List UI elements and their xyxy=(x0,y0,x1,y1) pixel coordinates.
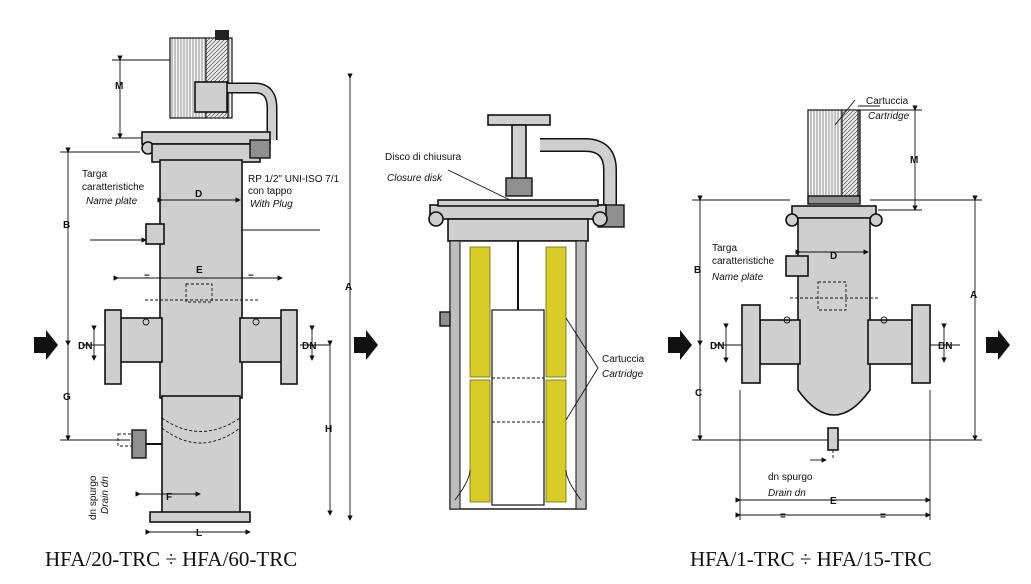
right-dim-DN-out: DN xyxy=(938,341,952,352)
left-base-plate xyxy=(149,511,251,523)
center-cartridge-left-lower xyxy=(469,379,491,503)
center-cartridge-label-en: Cartridge xyxy=(602,369,644,380)
right-drain xyxy=(827,427,839,451)
left-model-caption: HFA/20-TRC ÷ HFA/60-TRC xyxy=(45,547,297,571)
right-dim-eq-b: = xyxy=(880,511,886,522)
left-dim-G: G xyxy=(63,392,71,403)
right-inlet-flow-arrow xyxy=(668,330,692,360)
right-main-shell xyxy=(797,217,871,416)
left-name-plate-label-en: Name plate xyxy=(86,196,138,207)
left-name-plate-label-it: Targa xyxy=(82,169,107,180)
center-inner-basket xyxy=(491,309,545,506)
right-drain-label-it: dn spurgo xyxy=(768,472,813,483)
right-dim-DN-in: DN xyxy=(710,341,724,352)
right-name-plate-label-it2: caratteristiche xyxy=(712,256,775,267)
left-dim-eq-a: = xyxy=(144,272,150,283)
left-top-valve xyxy=(194,81,228,113)
left-outlet-flow-arrow xyxy=(354,330,378,360)
right-name-plate xyxy=(785,255,809,277)
left-lower-leg xyxy=(161,395,241,515)
left-dim-DN-out: DN xyxy=(302,341,316,352)
center-closure-disk-label-it: Disco di chiusura xyxy=(385,152,462,163)
right-cartridge-label-it: Cartuccia xyxy=(866,96,909,107)
left-drain-label-en: Drain dn xyxy=(100,476,111,514)
right-inlet-nozzle xyxy=(759,319,801,365)
left-name-plate-label-it2: caratteristiche xyxy=(82,182,145,193)
right-cartridge-label-en: Cartridge xyxy=(868,111,910,122)
center-closure-disk xyxy=(447,218,589,242)
right-inlet-flange xyxy=(741,304,761,384)
right-name-plate-label-it: Targa xyxy=(712,243,737,254)
right-dim-B: B xyxy=(694,265,701,276)
right-drain-label-en: Drain dn xyxy=(768,488,806,499)
right-outlet-nozzle xyxy=(867,319,913,365)
left-inlet-nozzle xyxy=(119,317,163,363)
center-section-drawing: Disco di chiusura Closure disk Cartuccia… xyxy=(385,114,645,510)
left-outlet-flange xyxy=(280,309,298,385)
left-inlet-flange xyxy=(104,309,122,385)
right-outlet-flow-arrow xyxy=(986,330,1010,360)
left-drain-label-it: dn spurgo xyxy=(88,475,99,520)
left-cartridge-cap xyxy=(215,30,229,40)
left-dim-DN-in: DN xyxy=(78,341,92,352)
center-handwheel xyxy=(487,114,551,126)
left-dim-E: E xyxy=(196,265,203,276)
right-dim-D: D xyxy=(830,251,837,262)
left-rp-label-en: With Plug xyxy=(250,199,293,210)
left-rp-label-it: RP 1/2" UNI-ISO 7/1 xyxy=(248,174,340,185)
right-dim-E: E xyxy=(830,496,837,507)
left-filter-drawing: Targa caratteristiche Name plate RP 1/2"… xyxy=(34,30,378,539)
center-cartridge-left-upper xyxy=(469,246,491,378)
center-top-cover xyxy=(429,204,607,220)
left-dim-H: H xyxy=(325,424,332,435)
left-dim-B: B xyxy=(63,220,70,231)
right-model-caption: HFA/1-TRC ÷ HFA/15-TRC xyxy=(690,547,932,571)
left-outlet-nozzle xyxy=(239,317,283,363)
left-dim-L: L xyxy=(196,528,202,539)
left-dim-F: F xyxy=(166,492,172,503)
right-dim-C: C xyxy=(695,388,702,399)
right-outlet-flange xyxy=(911,304,931,384)
right-name-plate-label-en: Name plate xyxy=(712,272,764,283)
right-lid-flange xyxy=(791,205,877,219)
center-cartridge-right-upper xyxy=(545,246,567,378)
right-dim-A: A xyxy=(970,290,977,301)
center-cartridge-right-lower xyxy=(545,379,567,503)
right-dim-M: M xyxy=(910,155,918,166)
left-inlet-flow-arrow xyxy=(34,330,58,360)
left-rp-label-it2: con tappo xyxy=(248,186,292,197)
right-filter-drawing: Cartuccia Cartridge Targa caratteristich… xyxy=(668,96,1010,522)
center-cartridge-label-it: Cartuccia xyxy=(602,354,645,365)
left-name-plate xyxy=(145,223,165,245)
right-dim-eq-a: = xyxy=(780,511,786,522)
left-drain-valve xyxy=(131,429,147,459)
left-dim-D: D xyxy=(195,189,202,200)
left-dim-M: M xyxy=(115,81,123,92)
center-closure-disk-label-en: Closure disk xyxy=(387,173,443,184)
left-dim-eq-b: = xyxy=(248,272,254,283)
left-dim-A: A xyxy=(345,282,352,293)
